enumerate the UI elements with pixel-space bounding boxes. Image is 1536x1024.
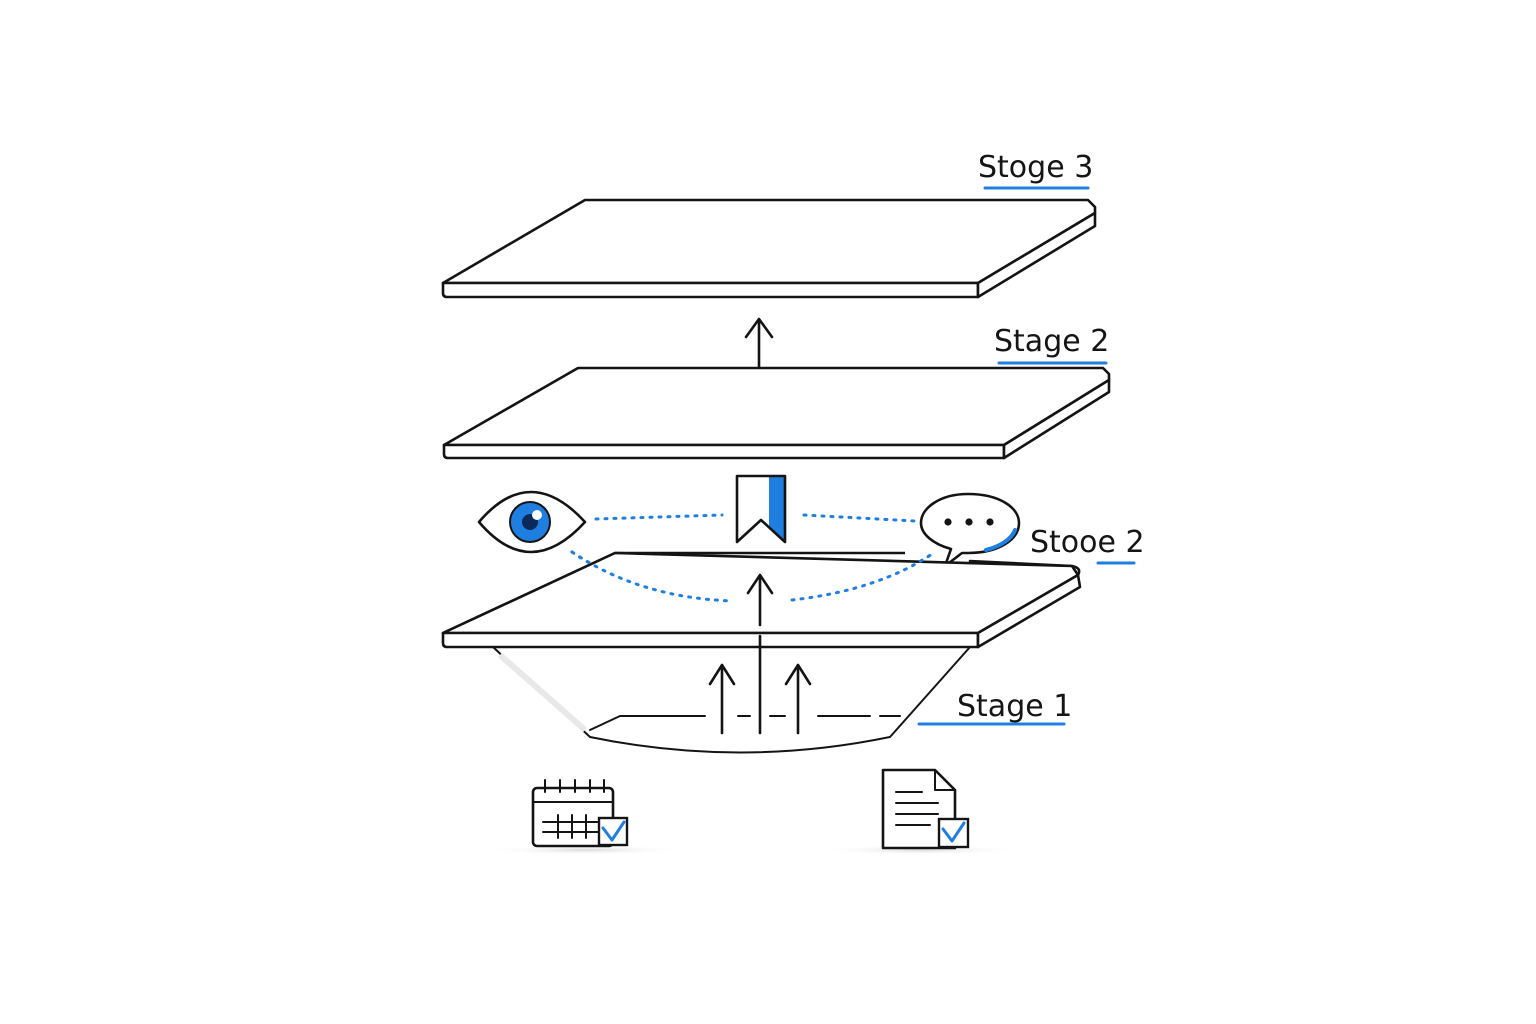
stage-1-basin [492, 646, 971, 754]
stage-2-label: Stage 2 [994, 324, 1109, 359]
stage-1-plate [441, 551, 1082, 649]
up-arrow-icon [784, 663, 812, 735]
chat-bubble-icon [919, 492, 1021, 568]
up-arrow-icon [746, 573, 774, 627]
stage-1-label: Stage 1 [957, 689, 1072, 724]
document-check-icon [881, 768, 970, 850]
calendar-shadow [487, 845, 683, 855]
stage-3-plate [441, 198, 1097, 299]
stage-3-label: Stoge 3 [978, 150, 1093, 185]
up-arrow-icon [708, 663, 736, 735]
eye-icon [477, 490, 587, 554]
calendar-check-icon [531, 779, 629, 848]
bookmark-icon [735, 474, 787, 544]
stage-2-plate [442, 366, 1111, 460]
stage-2-side-label: Stooe 2 [1030, 525, 1145, 560]
